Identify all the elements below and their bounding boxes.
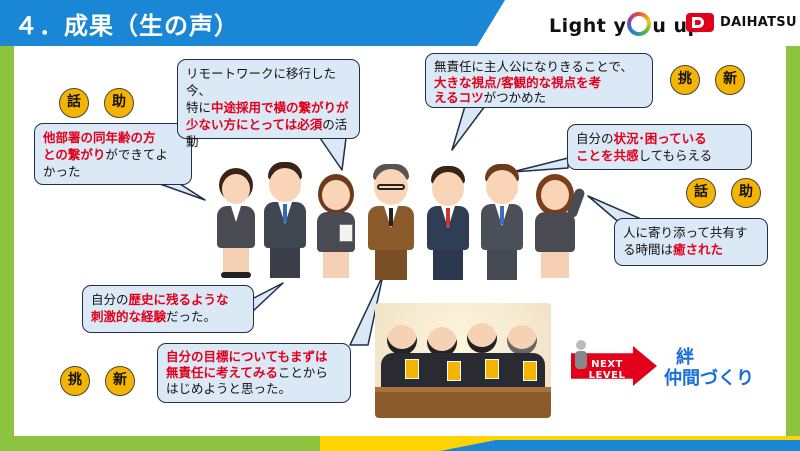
bubble-goal: 自分の目標についてもまずは 無責任に考えてみることから はじめようと思った。 [157,343,351,403]
bubble-text-red: 中途採用で横の繋がりが [211,100,349,115]
bubble-connection: 他部署の同年齢の方 との繋がりができてよ かった [34,123,192,185]
badge-shin-2: 新 [105,366,135,396]
bubble-text: してもらえる [638,148,713,163]
bubble-empathy: 自分の状況･困っている ことを共感してもらえる [567,124,752,170]
bubble-text: の活動 [186,117,348,149]
bubble-text: 無責任に主人公になりきることで、 [434,59,633,74]
tail-b3 [451,105,486,151]
bubble-protagonist: 無責任に主人公になりきることで、 大きな視点/客観的な視点を考 えるコツがつかめ… [425,53,653,108]
bubble-text: 自分の [91,292,129,307]
badge-cho-2: 挑 [60,366,90,396]
bubble-text-red: 自分の目標についてもまずは [166,349,328,364]
person-pushing-icon [574,340,588,380]
right-stripe [786,46,800,451]
bubble-text-red: 状況･困っている [613,131,707,146]
person-woman-2 [313,174,359,282]
bubble-remote-work: リモートワークに移行した今、 特に中途採用で横の繋がりが 少ない方にとっては必須… [177,59,360,149]
logo-ring-icon [627,12,651,36]
person-man-glasses [365,164,417,282]
bubble-text-red: 他部署の同年齢の方 [43,130,156,145]
beer-mug-icon [447,361,461,381]
bubble-text-red: との繋がり [43,147,106,162]
bubble-text-red: 無責任に考えてみる [166,365,278,380]
beer-mug-icon [405,359,419,379]
bubble-text: 人に寄り添って共有す [623,225,748,240]
badge-wa-1: 話 [59,88,89,118]
badge-cho-1: 挑 [670,65,700,95]
bubble-text: ことから [277,365,328,380]
bubble-text-red: 癒された [673,242,724,257]
bubble-text-red: えるコツ [434,90,484,105]
bubble-text: 自分の [576,131,614,146]
badge-jo-2: 助 [731,178,761,208]
person-man-2 [423,166,473,282]
glasses-icon [377,184,405,190]
next-level-label: NEXT LEVEL [588,359,626,381]
result-bond: 絆 [676,347,694,368]
bubble-text: リモートワークに移行した今、 [186,66,337,98]
bubble-text: がつかめた [483,90,547,105]
group-illustration [205,160,595,285]
tail-b6 [249,282,284,313]
bubble-text: る時間は [623,242,674,257]
bubble-text-red: ことを共感 [576,148,639,163]
bubble-history: 自分の歴史に残るような 刺激的な経験だった。 [82,285,254,333]
badge-shin-1: 新 [715,65,745,95]
header-logo-area [477,0,800,46]
bubble-text-red: 少ない方にとっては必須 [186,117,323,132]
result-fellowship: 仲間づくり [664,368,754,389]
bubble-text: ができてよ [105,147,168,162]
badge-wa-2: 話 [686,178,716,208]
bubble-text: 特に [186,100,212,115]
beer-mug-icon [523,361,537,381]
badge-jo-1: 助 [104,88,134,118]
drinking-party-illustration [375,303,551,418]
page-title: ４．成果（生の声） [14,12,239,40]
bubble-text: かった [43,164,81,179]
daihatsu-mark-icon [686,13,714,32]
tail-b1 [159,183,206,201]
logo-text-left: Light y [549,15,627,37]
bubble-text: はじめようと思った。 [166,381,292,396]
person-woman-3 [531,174,587,282]
person-woman-1 [213,168,259,280]
bottom-stripe-blue [440,440,800,451]
bubble-healing: 人に寄り添って共有す る時間は癒された [614,218,768,266]
beer-mug-icon [485,359,499,379]
bubble-text-red: 大きな視点/客観的な視点を考 [434,74,602,90]
bubble-text: だった。 [166,309,217,324]
person-man-3 [477,164,527,282]
bubble-text-red: 歴史に残るような [128,292,229,307]
person-man-1 [260,162,310,282]
bubble-text-red: 刺激的な経験 [91,309,167,324]
daihatsu-logo-text: DAIHATSU [720,15,797,30]
left-stripe [0,46,14,451]
